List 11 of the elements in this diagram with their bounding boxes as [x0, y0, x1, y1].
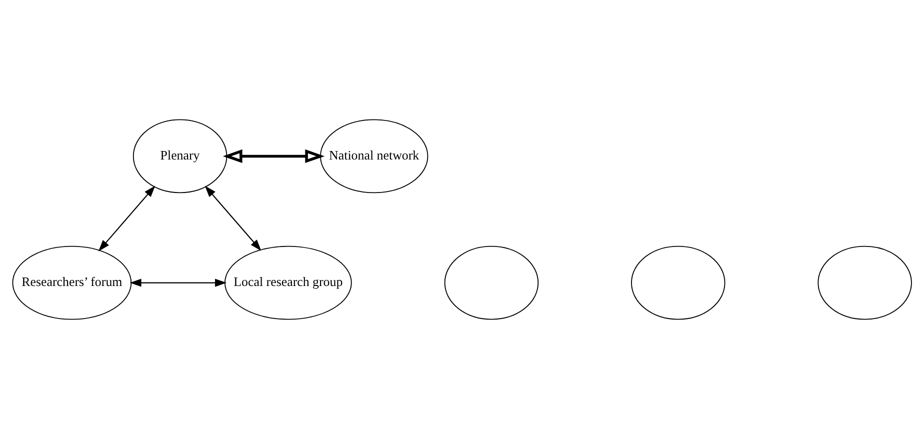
node-ellipse: Local research group — [224, 246, 352, 320]
node-ellipse — [818, 246, 912, 320]
node-ellipse: Plenary — [132, 119, 228, 194]
node-ellipse: National network — [320, 119, 428, 194]
arrow — [204, 186, 262, 251]
arrow — [222, 149, 325, 163]
arrow — [130, 278, 226, 287]
node-ellipse — [444, 246, 539, 320]
node-ellipse: Researchers’ forum — [12, 246, 132, 320]
node-ellipse — [631, 246, 726, 320]
arrow — [98, 186, 156, 252]
